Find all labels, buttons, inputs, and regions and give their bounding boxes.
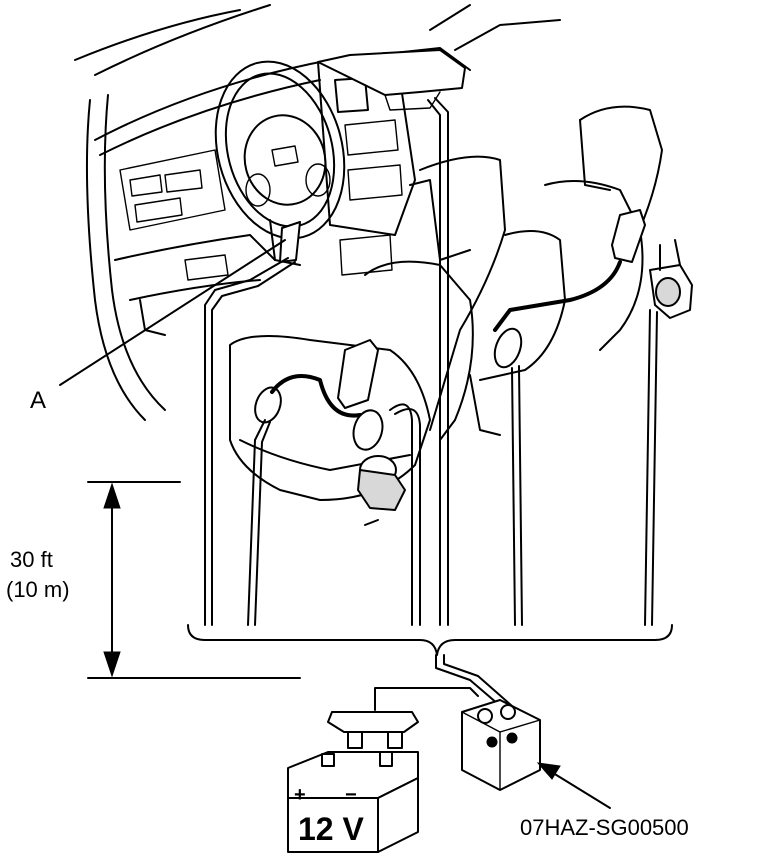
passenger-seat bbox=[469, 105, 693, 436]
deployment-tool-icon bbox=[461, 699, 541, 791]
battery-icon bbox=[287, 751, 419, 853]
battery-clip-assembly bbox=[327, 687, 479, 749]
driver-airbag-icon bbox=[243, 114, 327, 206]
callout-a-label: A bbox=[30, 387, 46, 414]
tool-part-number-label: 07HAZ-SG00500 bbox=[520, 815, 689, 840]
driver-seat bbox=[229, 155, 506, 526]
distance-dimension bbox=[87, 481, 301, 679]
tool-leader bbox=[544, 767, 611, 809]
deployment-wires bbox=[204, 97, 658, 626]
battery-minus-label: − bbox=[345, 784, 357, 806]
battery-plus-label: + bbox=[294, 784, 306, 806]
distance-value-label: 30 ft bbox=[10, 547, 53, 572]
distance-metric-label: (10 m) bbox=[6, 577, 70, 602]
driver-side-airbag-icon bbox=[337, 339, 379, 409]
battery-voltage-label: 12 V bbox=[298, 811, 364, 847]
vehicle-interior bbox=[74, 4, 561, 421]
wire-bracket bbox=[187, 624, 673, 656]
passenger-side-airbag-icon bbox=[611, 209, 646, 263]
callout-a-leader bbox=[59, 239, 286, 386]
